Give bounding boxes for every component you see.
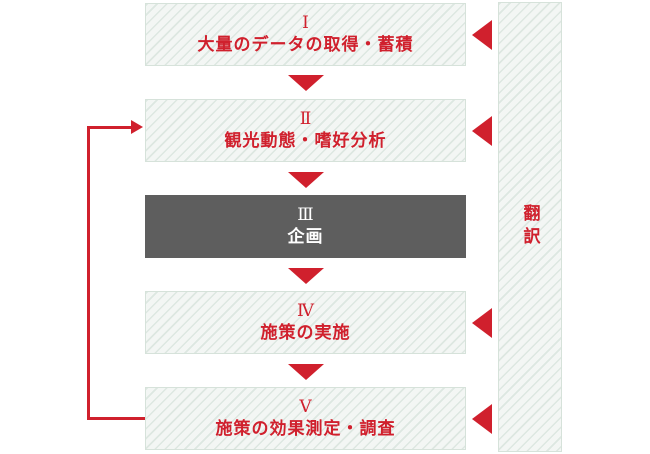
step-4-label: 施策の実施: [260, 322, 351, 343]
left-arrow-to-step-5: [472, 404, 492, 434]
translation-panel: 翻訳: [498, 2, 562, 452]
step-4-numeral: Ⅳ: [297, 300, 314, 321]
step-1-box: Ⅰ 大量のデータの取得・蓄積: [145, 3, 466, 66]
left-arrow-to-step-1: [472, 20, 492, 50]
step-5-numeral: Ⅴ: [299, 396, 312, 417]
feedback-line-vertical: [87, 126, 90, 420]
step-2-label: 観光動態・嗜好分析: [224, 130, 387, 151]
feedback-line-top: [87, 126, 133, 129]
down-arrow-3-4: [288, 268, 324, 284]
feedback-line-bottom: [87, 417, 145, 420]
left-arrow-to-step-4: [472, 308, 492, 338]
translation-label: 翻訳: [519, 204, 540, 250]
feedback-arrowhead: [131, 120, 143, 134]
step-1-label: 大量のデータの取得・蓄積: [197, 34, 414, 55]
step-5-box: Ⅴ 施策の効果測定・調査: [145, 387, 466, 450]
step-3-numeral: Ⅲ: [297, 204, 314, 225]
down-arrow-4-5: [288, 364, 324, 380]
step-3-label: 企画: [287, 226, 324, 247]
step-3-box: Ⅲ 企画: [145, 195, 466, 258]
down-arrow-2-3: [288, 172, 324, 188]
step-2-numeral: Ⅱ: [299, 108, 312, 129]
step-2-box: Ⅱ 観光動態・嗜好分析: [145, 99, 466, 162]
step-5-label: 施策の効果測定・調査: [215, 418, 396, 439]
left-arrow-to-step-2: [472, 116, 492, 146]
down-arrow-1-2: [288, 75, 324, 91]
step-1-numeral: Ⅰ: [302, 12, 309, 33]
step-4-box: Ⅳ 施策の実施: [145, 291, 466, 354]
